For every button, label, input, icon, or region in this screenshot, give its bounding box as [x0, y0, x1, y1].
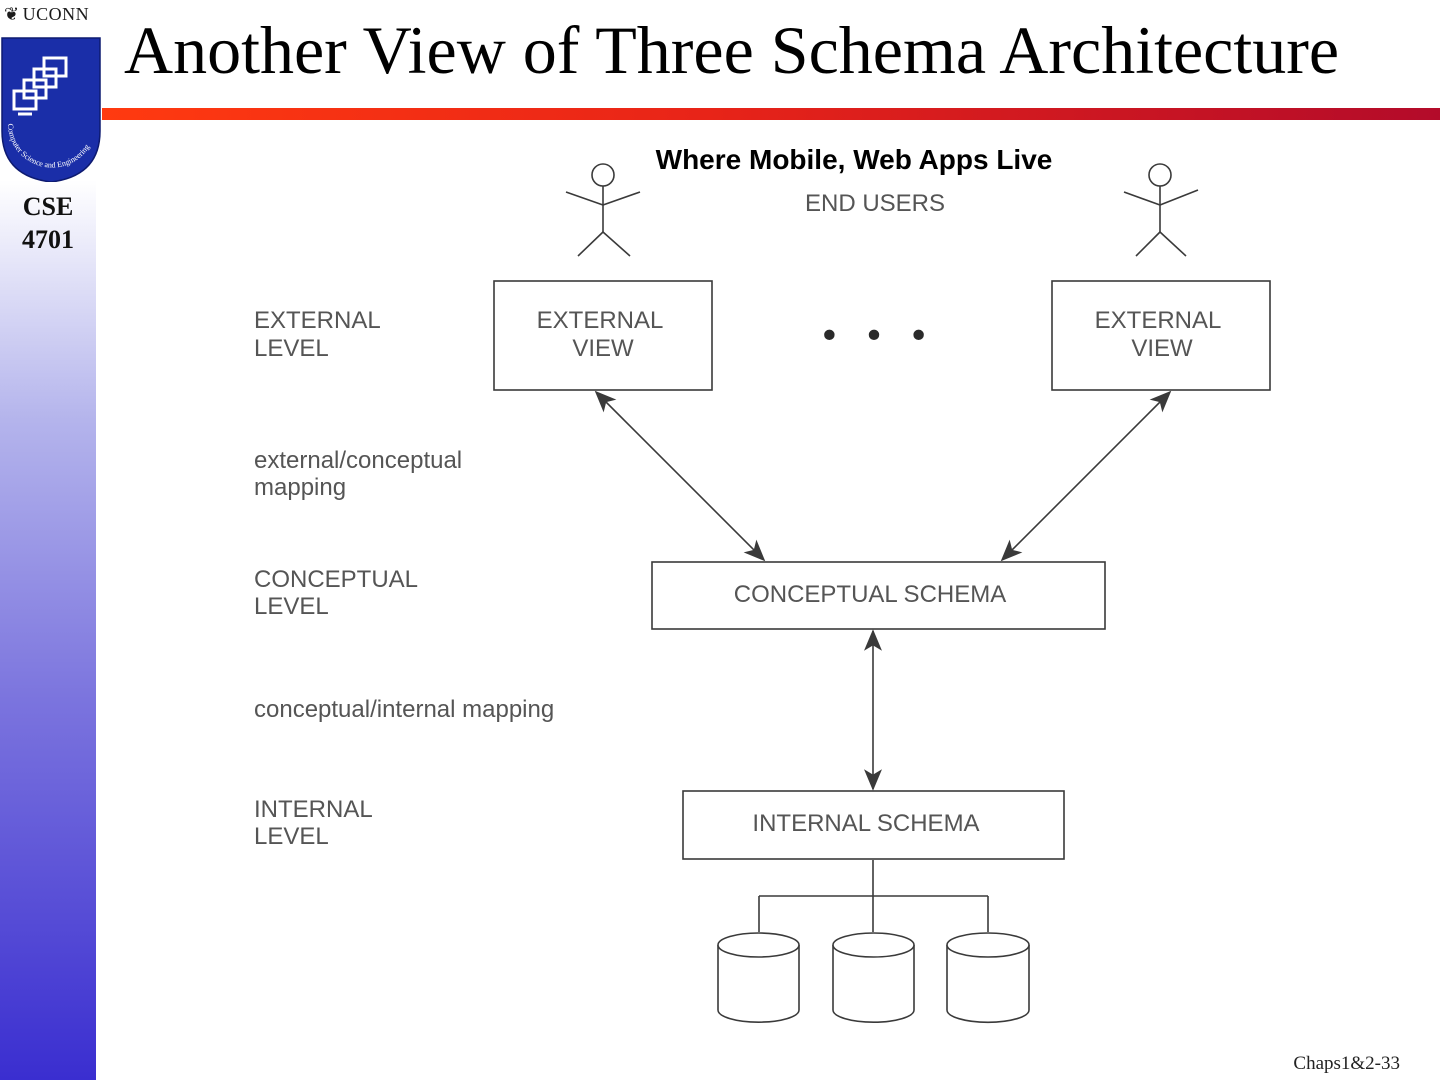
end-user-left-icon — [565, 163, 641, 257]
uconn-wordmark: ❦ UCONN — [4, 4, 89, 25]
diagram-subtitle: Where Mobile, Web Apps Live — [656, 144, 1053, 175]
internal-schema-box: INTERNAL SCHEMA — [682, 790, 1065, 860]
page-title: Another View of Three Schema Architectur… — [124, 12, 1340, 88]
course-code: CSE 4701 — [0, 190, 96, 256]
end-user-right-icon — [1123, 163, 1199, 257]
conceptual-level-label-1: CONCEPTUAL — [254, 566, 418, 593]
internal-level-label-1: INTERNAL — [254, 796, 373, 823]
arrow-ext-right-to-conceptual — [1000, 390, 1172, 562]
cse-shield-logo: Computer Science and Engineering — [1, 37, 101, 182]
end-users-label: END USERS — [805, 190, 945, 217]
university-name: UCONN — [22, 4, 90, 24]
database-cylinder-icon — [832, 932, 915, 1023]
external-view-left-box: EXTERNAL VIEW — [493, 280, 713, 391]
external-view-right-box: EXTERNAL VIEW — [1051, 280, 1271, 391]
internal-level-label-2: LEVEL — [254, 823, 329, 850]
conc-int-mapping-label: conceptual/internal mapping — [254, 696, 554, 723]
oak-leaf-icon: ❦ — [4, 4, 20, 24]
title-underline-bar — [102, 108, 1440, 120]
external-view-left-line1: EXTERNAL — [537, 307, 664, 334]
database-cylinder-icon — [717, 932, 800, 1023]
external-view-right-line1: EXTERNAL — [1095, 307, 1222, 334]
external-level-label-1: EXTERNAL — [254, 307, 381, 334]
external-view-left-line2: VIEW — [572, 335, 634, 362]
ellipsis-more-views: • • • — [819, 316, 936, 357]
storage-connector — [758, 860, 989, 932]
arrow-ext-left-to-conceptual — [594, 390, 766, 562]
internal-schema-label: INTERNAL SCHEMA — [752, 810, 979, 837]
slide-number: Chaps1&2-33 — [1293, 1053, 1400, 1074]
conceptual-schema-box: CONCEPTUAL SCHEMA — [651, 561, 1106, 630]
external-view-right-line2: VIEW — [1131, 335, 1193, 362]
course-prefix: CSE — [22, 192, 74, 221]
conceptual-schema-label: CONCEPTUAL SCHEMA — [734, 581, 1006, 608]
ext-conc-mapping-label-1: external/conceptual — [254, 447, 462, 474]
external-level-label-2: LEVEL — [254, 335, 329, 362]
database-cylinder-icon — [946, 932, 1030, 1024]
ext-conc-mapping-label-2: mapping — [254, 474, 346, 501]
course-number: 4701 — [22, 225, 74, 254]
conceptual-level-label-2: LEVEL — [254, 593, 329, 620]
